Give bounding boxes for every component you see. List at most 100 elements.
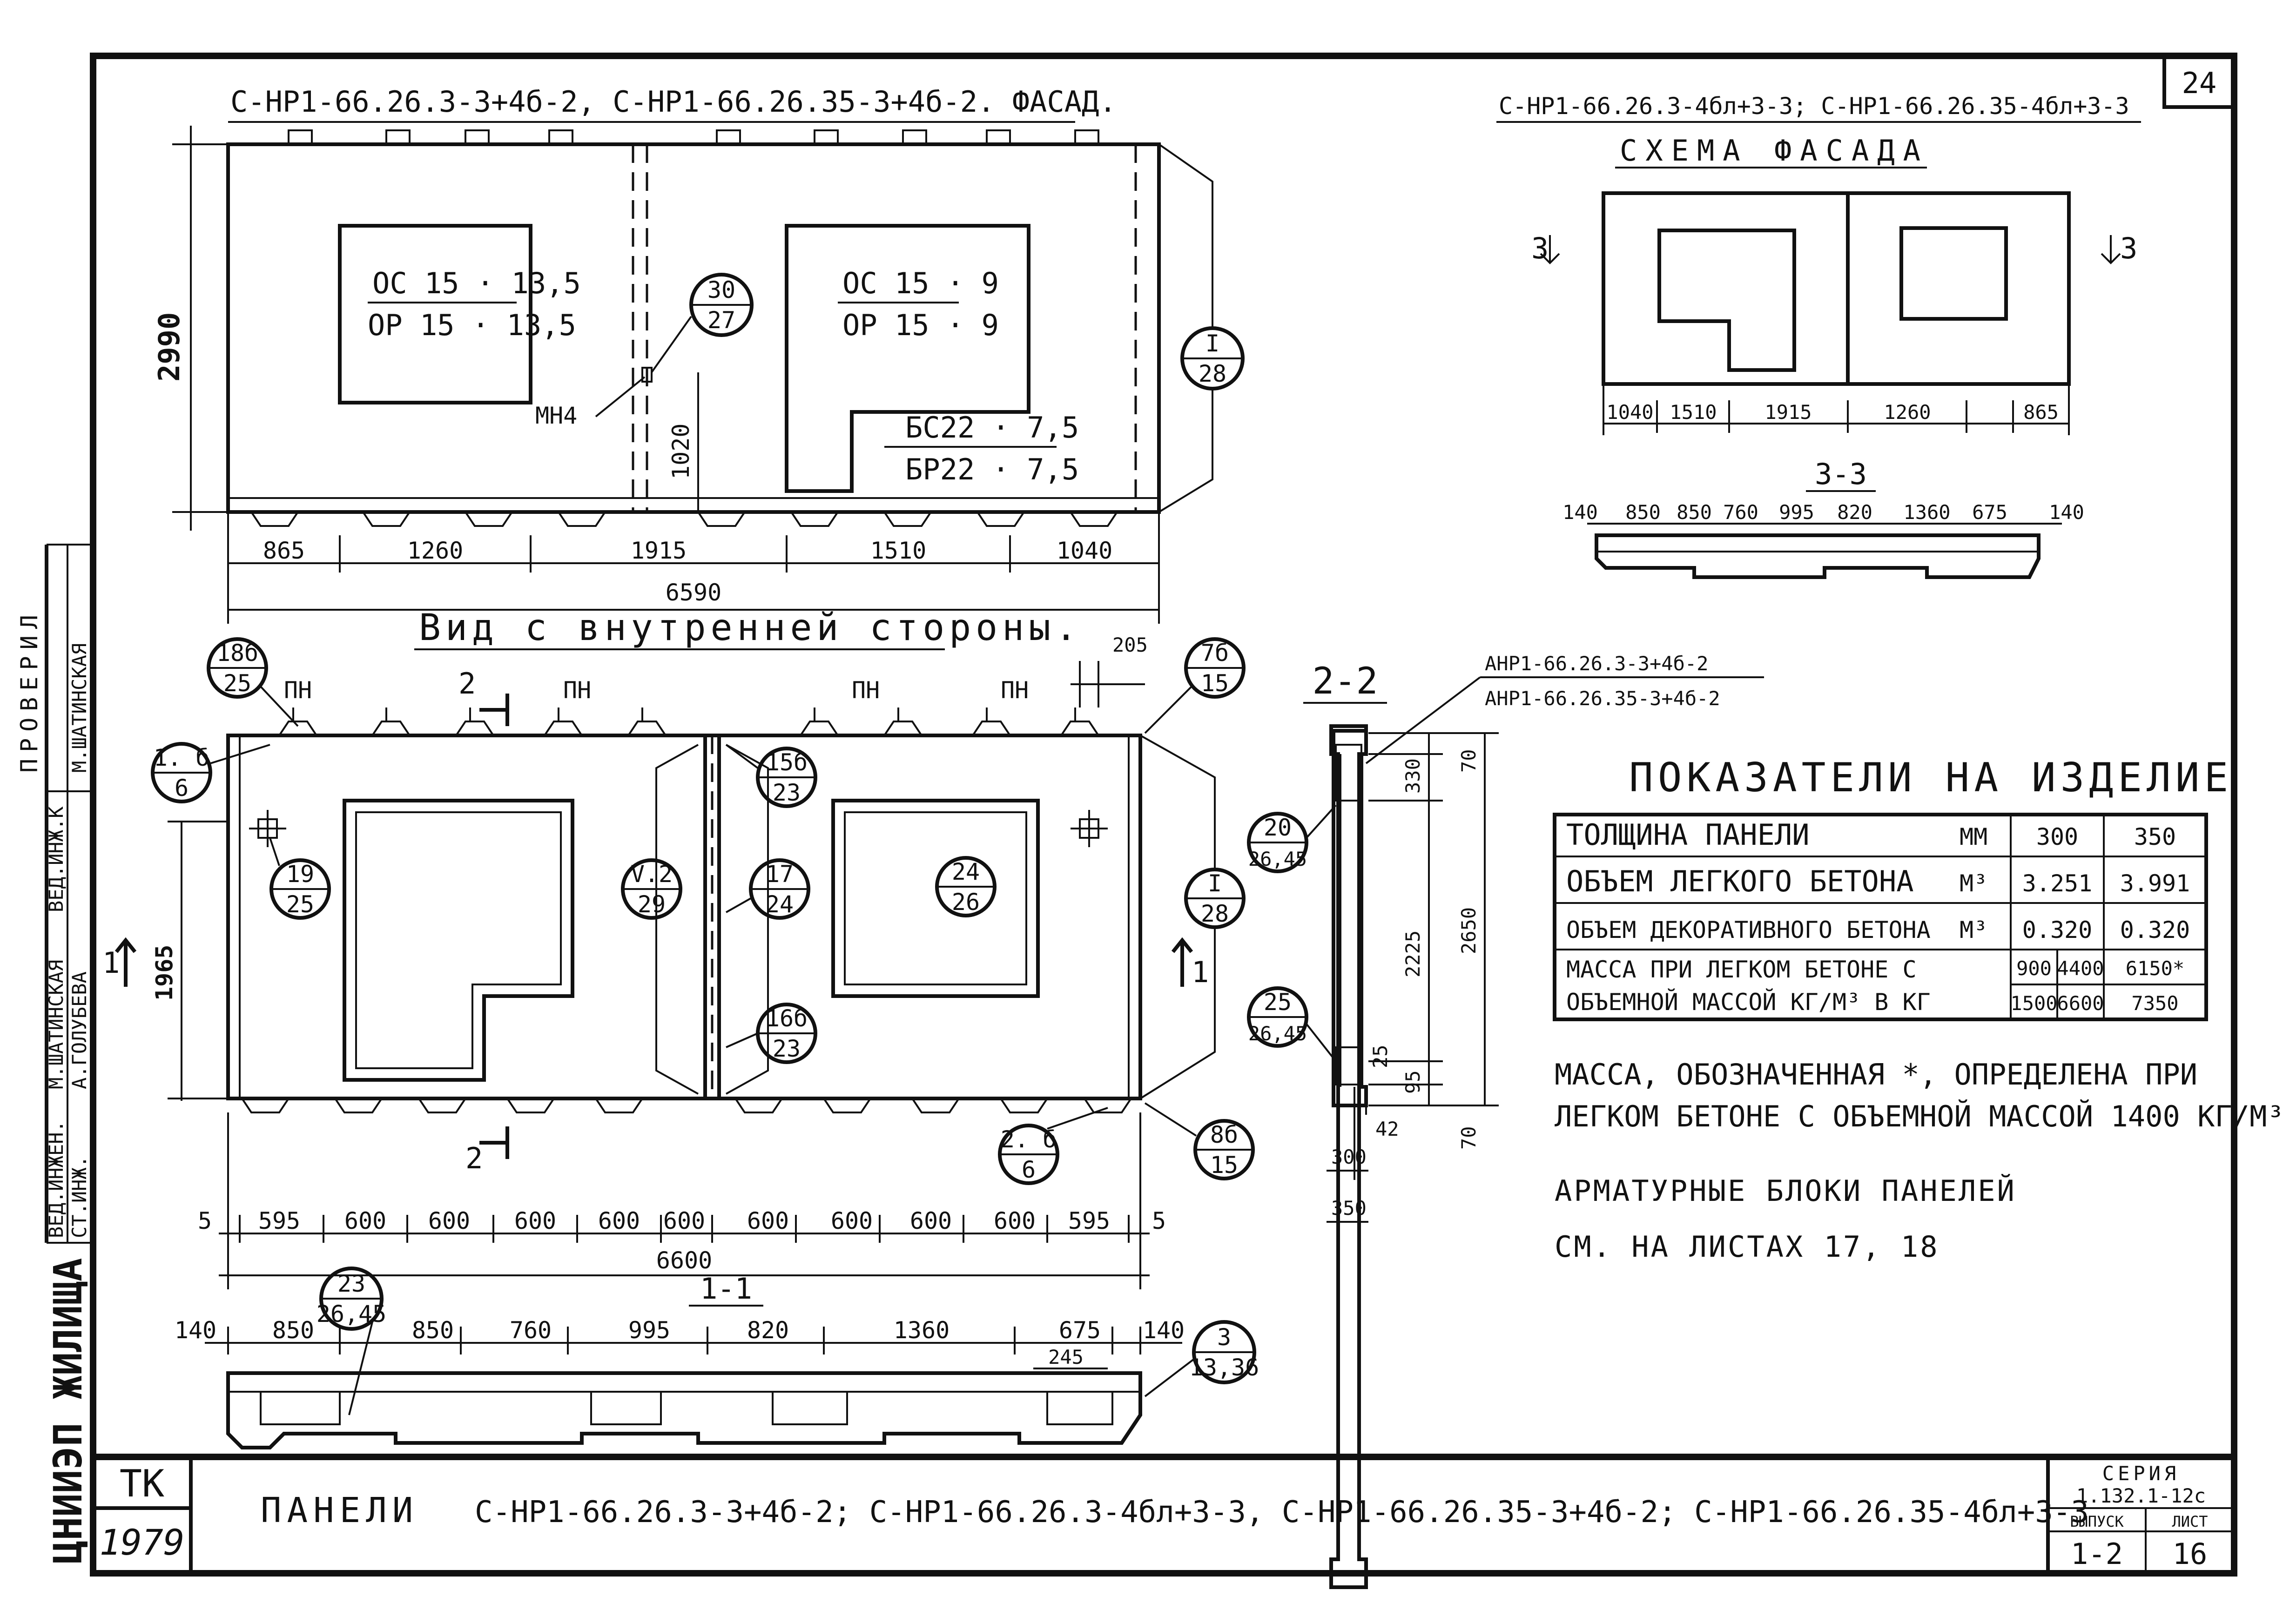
series-label: СЕРИЯ [2102, 1462, 2180, 1485]
section-mark-1-right: 1 [1192, 955, 1209, 989]
callout-30-27: 30 27 [651, 273, 754, 373]
note-mass-2: ЛЕГКОМ БЕТОНЕ С ОБЪЕМНОЙ МАССОЙ 1400 КГ/… [1555, 1099, 2283, 1133]
section-2-2-ref-top: АНР1-66.26.3-3+4б-2 [1485, 652, 1708, 675]
facade-mn4: МН4 [535, 402, 577, 429]
section-1-1: 1-1 140 850 850 760 995 820 1360 675 140… [175, 1267, 1259, 1449]
inner-dim-11: 600 [994, 1207, 1036, 1234]
section-3-3-dim-3: 850 [1677, 501, 1712, 524]
facade-dim-4: 1510 [870, 537, 926, 564]
facade-title: С-НР1-66.26.3-3+4б-2, С-НР1-66.26.35-3+4… [230, 85, 1117, 119]
svg-text:23: 23 [773, 1035, 801, 1062]
section-3-3-dim-2: 850 [1625, 501, 1661, 524]
stamp-row-1-name: М.ШАТИНСКАЯ [45, 960, 67, 1089]
section-3-3-dim-6: 820 [1837, 501, 1872, 524]
svg-text:I: I [1208, 870, 1222, 897]
stamp-tk: ТК [120, 1462, 164, 1505]
sheet-title: С-НР1-66.26.3-3+4б-2; С-НР1-66.26.3-4бл+… [475, 1495, 2089, 1530]
facade-dim-3: 1915 [631, 537, 687, 564]
scheme-dim-1: 1040 [1606, 401, 1653, 424]
indicators-mass-row-2-b: 7350 [2131, 992, 2178, 1015]
inner-dim-7: 600 [663, 1207, 705, 1234]
svg-text:18б: 18б [216, 640, 258, 667]
page-number: 16 [2173, 1537, 2208, 1571]
callout-20-26-45: 20 26,45 [1247, 804, 1337, 873]
pn-label-4: ПН [1001, 677, 1029, 704]
indicators-mass-row-2-a: 6600 [2057, 992, 2104, 1015]
svg-text:I: I [1205, 330, 1219, 357]
section-2-2-dim-330: 330 [1401, 758, 1424, 794]
facade-door-top: БС22 · 7,5 [905, 411, 1079, 445]
scheme-mark-right: 3 [2120, 231, 2137, 265]
facade-dim-1: 865 [263, 537, 305, 564]
section-1-1-dim-245: 245 [1048, 1346, 1084, 1368]
side-stamp: ПРОВЕРИЛ ВЕД.ИНЖЕН. М.ШАТИНСКАЯ СТ.ИНЖ. … [16, 544, 93, 1564]
section-3-3-dim-5: 995 [1779, 501, 1814, 524]
svg-text:23: 23 [337, 1270, 365, 1297]
inner-dim-1965: 1965 [151, 945, 178, 1001]
scheme-dim-2: 1510 [1670, 401, 1717, 424]
svg-text:19: 19 [286, 861, 314, 888]
svg-text:7б: 7б [1201, 640, 1229, 667]
svg-text:25: 25 [286, 891, 314, 918]
section-2-2-thick-300: 300 [1331, 1146, 1367, 1168]
section-mark-2-top: 2 [458, 667, 476, 701]
indicators-mass-label-2: ОБЪЕМНОЙ МАССОЙ КГ/М³ В КГ [1566, 988, 1931, 1016]
svg-text:2. б: 2. б [1001, 1126, 1057, 1153]
inner-dim-2: 595 [258, 1207, 300, 1234]
inner-dim-9: 600 [831, 1207, 873, 1234]
stamp-row-2-role: СТ.ИНЖ. [68, 1156, 91, 1238]
note-blocks-2: СМ. НА ЛИСТАХ 17, 18 [1555, 1230, 1940, 1264]
stamp-row-2-name: А.ГОЛУБЕВА [68, 971, 91, 1089]
stamp-row-3-role: ВЕД.ИНЖ.К [45, 806, 67, 912]
callout-25-26-45: 25 26,45 [1247, 986, 1337, 1062]
svg-text:V.2: V.2 [631, 861, 673, 888]
indicators-row-1-a: 300 [2036, 823, 2078, 850]
callout-24-26: 24 26 [935, 856, 997, 917]
issue-number: 1-2 [2071, 1537, 2123, 1571]
stamp-row-3-name: М.ШАТИНСКАЯ [68, 643, 91, 773]
callout-I-28: I 28 [1158, 143, 1245, 513]
section-1-1-dim-4: 760 [510, 1317, 552, 1344]
section-3-3-dim-8: 675 [1972, 501, 2007, 524]
callout-8b-15: 8б 15 [1144, 1102, 1255, 1180]
svg-text:13,36: 13,36 [1189, 1354, 1259, 1381]
section-2-2-thick-350: 350 [1331, 1197, 1367, 1220]
callout-2b-6: 2. б 6 [998, 1107, 1108, 1185]
scheme-dim-4: 1260 [1884, 401, 1931, 424]
svg-text:20: 20 [1264, 814, 1292, 841]
inner-view: Вид с внутренней стороны. ПН ПН ПН ПН 20… [102, 607, 1255, 1289]
callout-23-26-45: 23 26,45 [317, 1267, 386, 1415]
svg-text:25: 25 [223, 670, 251, 697]
section-1-1-label: 1-1 [700, 1272, 752, 1306]
section-1-1-dim-6: 820 [747, 1317, 789, 1344]
section-2-2-dim-42: 42 [1375, 1118, 1399, 1140]
section-2-2-dim-95: 95 [1401, 1070, 1424, 1094]
indicators-row-3-b: 0.320 [2120, 916, 2190, 943]
stamp-row-1-role: ВЕД.ИНЖЕН. [45, 1120, 67, 1238]
facade-window-left-top: ОС 15 · 13,5 [372, 266, 581, 300]
callout-17-24: 17 24 [726, 858, 810, 920]
svg-text:25: 25 [1264, 989, 1292, 1016]
section-2-2-label: 2-2 [1313, 660, 1378, 702]
callout-1b-6: 1. б 6 [151, 742, 270, 803]
stamp-year: 1979 [99, 1522, 184, 1563]
section-2-2-dim-70-top: 70 [1457, 749, 1480, 773]
facade-window-right-top: ОС 15 · 9 [842, 266, 999, 300]
facade-view: С-НР1-66.26.3-3+4б-2, С-НР1-66.26.35-3+4… [152, 85, 1245, 624]
svg-text:27: 27 [707, 307, 735, 334]
scheme-dim-5: 865 [2023, 401, 2059, 424]
section-2-2-dim-2650: 2650 [1457, 907, 1480, 954]
svg-text:28: 28 [1199, 360, 1226, 387]
inner-dim-6: 600 [598, 1207, 640, 1234]
section-1-1-dim-5: 995 [628, 1317, 670, 1344]
inner-dim-4: 600 [428, 1207, 470, 1234]
svg-text:30: 30 [707, 276, 735, 303]
svg-text:23: 23 [773, 779, 801, 806]
indicators-mass-row-1-b: 6150* [2126, 957, 2184, 980]
callout-15b-23: 15б 23 [725, 744, 817, 808]
facade-window-right-bottom: ОР 15 · 9 [842, 308, 999, 342]
section-3-3-dim-1: 140 [1562, 501, 1598, 524]
issue-label: ВЫПУСК [2070, 1513, 2124, 1530]
indicators-row-3-label: ОБЪЕМ ДЕКОРАТИВНОГО БЕТОНА [1566, 916, 1931, 943]
facade-dim-5: 1040 [1057, 537, 1112, 564]
